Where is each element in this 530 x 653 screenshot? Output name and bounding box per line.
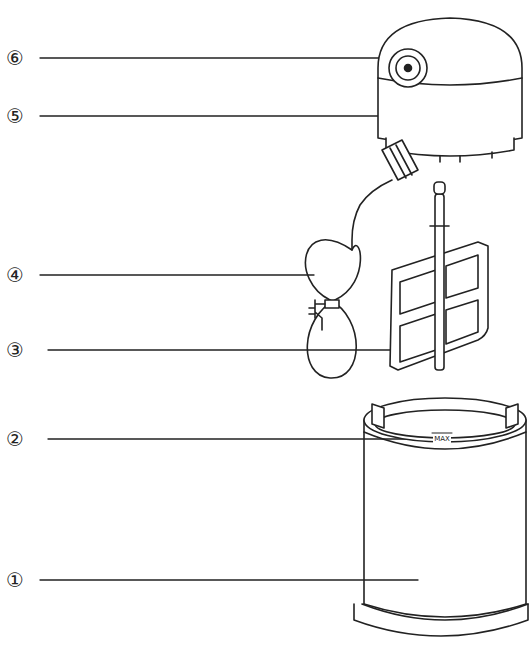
callout-number: ① xyxy=(6,570,24,590)
beater xyxy=(390,182,488,370)
callout-number: ③ xyxy=(6,340,24,360)
callout-number: ⑥ xyxy=(6,48,24,68)
jug xyxy=(354,398,528,636)
callout-number: ② xyxy=(6,429,24,449)
callout-number: ⑤ xyxy=(6,106,24,126)
callout-number: ④ xyxy=(6,265,24,285)
max-mark: MAX xyxy=(433,436,451,443)
leader-lines xyxy=(40,58,428,580)
